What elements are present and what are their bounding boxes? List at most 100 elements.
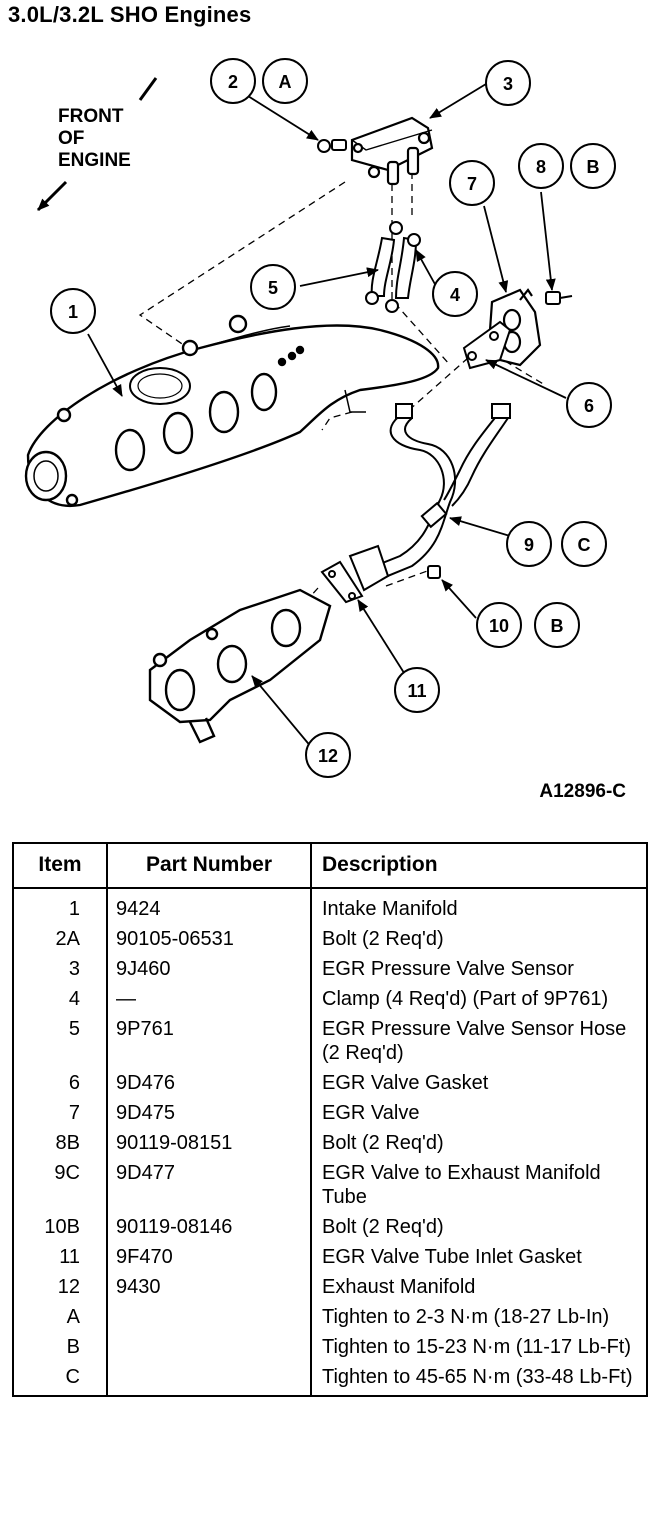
front-label-line-1: FRONT xyxy=(58,106,124,127)
row-description: Bolt (2 Req'd) xyxy=(310,1128,648,1158)
callout-labels: 2 A 3 7 8 B 5 4 1 6 9 C 10 B 11 12 xyxy=(68,72,600,766)
row-description: EGR Valve Tube Inlet Gasket xyxy=(310,1242,648,1272)
callout-6 xyxy=(566,382,612,428)
row-item: B xyxy=(12,1332,108,1362)
callout-c-label: C xyxy=(578,535,591,555)
row-description: Intake Manifold xyxy=(310,888,648,924)
table-header-row: Item Part Number Description xyxy=(12,842,648,889)
callout-6-label: 6 xyxy=(584,396,594,416)
row-description: Exhaust Manifold xyxy=(310,1272,648,1302)
callout-12 xyxy=(305,732,351,778)
row-part-number: 90105-06531 xyxy=(106,924,312,954)
row-item: 11 xyxy=(12,1242,108,1272)
callout-b-10-label: B xyxy=(551,616,564,636)
row-part-number xyxy=(106,1332,312,1362)
table-row: A Tighten to 2-3 N·m (18-27 Lb-In) xyxy=(12,1302,648,1332)
table-row: 4—Clamp (4 Req'd) (Part of 9P761) xyxy=(12,984,648,1014)
header-item: Item xyxy=(12,842,108,889)
row-item: 12 xyxy=(12,1272,108,1302)
row-item: 10B xyxy=(12,1212,108,1242)
row-item: 4 xyxy=(12,984,108,1014)
row-description: Bolt (2 Req'd) xyxy=(310,924,648,954)
callout-8 xyxy=(518,143,564,189)
row-item: 3 xyxy=(12,954,108,984)
row-part-number: 90119-08151 xyxy=(106,1128,312,1158)
callout-11-label: 11 xyxy=(407,681,426,701)
sensor-hoses xyxy=(365,221,421,313)
callout-12-label: 12 xyxy=(318,746,338,766)
bolt-2a xyxy=(317,139,347,153)
front-of-engine-label: FRONT OF ENGINE xyxy=(36,77,158,212)
clamp xyxy=(407,233,421,247)
exhaust-manifold xyxy=(148,588,332,744)
row-item: 8B xyxy=(12,1128,108,1158)
row-part-number: 9J460 xyxy=(106,954,312,984)
callouts xyxy=(50,58,616,778)
callout-10-label: 10 xyxy=(489,616,509,636)
figure-id: A12896-C xyxy=(539,781,626,802)
row-description: Tighten to 2-3 N·m (18-27 Lb-In) xyxy=(310,1302,648,1332)
callout-5-label: 5 xyxy=(268,278,278,298)
row-description: EGR Valve xyxy=(310,1098,648,1128)
row-part-number: — xyxy=(106,984,312,1014)
row-item: 6 xyxy=(12,1068,108,1098)
row-item: 1 xyxy=(12,888,108,924)
callout-1 xyxy=(50,288,96,334)
row-description: EGR Pressure Valve Sensor xyxy=(310,954,648,984)
row-item: A xyxy=(12,1302,108,1332)
egr-tube-inlet-gasket xyxy=(320,544,390,604)
front-direction-arrow xyxy=(36,180,68,212)
row-part-number: 9430 xyxy=(106,1272,312,1302)
callout-b-8-label: B xyxy=(587,157,600,177)
callout-3 xyxy=(485,60,531,106)
front-label-line-3: ENGINE xyxy=(58,150,131,171)
leader-lines xyxy=(87,83,567,749)
callout-1-label: 1 xyxy=(68,302,78,322)
row-description: Tighten to 45-65 N·m (33-48 Lb-Ft) xyxy=(310,1362,648,1397)
callout-5 xyxy=(250,264,296,310)
callout-b-10 xyxy=(534,602,580,648)
row-description: Bolt (2 Req'd) xyxy=(310,1212,648,1242)
header-part-number: Part Number xyxy=(106,842,312,889)
row-part-number: 9D477 xyxy=(106,1158,312,1212)
callout-2 xyxy=(210,58,256,104)
row-description: EGR Valve to Exhaust Manifold Tube xyxy=(310,1158,648,1212)
bolt-10b xyxy=(427,565,441,579)
clamp xyxy=(389,221,403,235)
row-item: 2A xyxy=(12,924,108,954)
clamp xyxy=(365,291,379,305)
intake-manifold xyxy=(24,314,440,508)
row-item: 9C xyxy=(12,1158,108,1212)
callout-8-label: 8 xyxy=(536,157,546,177)
egr-valve-gasket xyxy=(462,320,512,370)
callout-7 xyxy=(449,160,495,206)
row-item: C xyxy=(12,1362,108,1397)
row-item: 7 xyxy=(12,1098,108,1128)
egr-pressure-valve-sensor xyxy=(350,116,434,186)
callout-9 xyxy=(506,521,552,567)
callout-b-8 xyxy=(570,143,616,189)
table-row: C Tighten to 45-65 N·m (33-48 Lb-Ft) xyxy=(12,1362,648,1397)
row-item: 5 xyxy=(12,1014,108,1068)
callout-4 xyxy=(432,271,478,317)
row-part-number: 9D475 xyxy=(106,1098,312,1128)
row-part-number xyxy=(106,1362,312,1397)
row-part-number: 9D476 xyxy=(106,1068,312,1098)
callout-10 xyxy=(476,602,522,648)
callout-c xyxy=(561,521,607,567)
bolt-8b xyxy=(545,291,573,305)
row-part-number: 9424 xyxy=(106,888,312,924)
callout-3-label: 3 xyxy=(503,74,513,94)
callout-2-label: 2 xyxy=(228,72,238,92)
row-description: Clamp (4 Req'd) (Part of 9P761) xyxy=(310,984,648,1014)
